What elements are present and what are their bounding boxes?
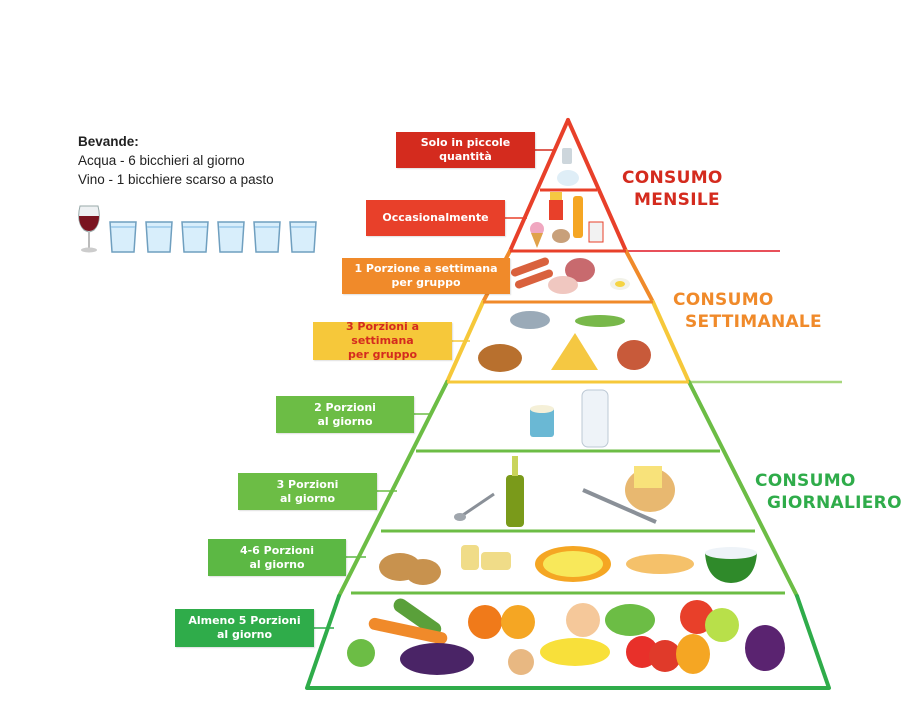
level-label-three-weekly: 3 Porzioni a settimana per gruppo xyxy=(313,320,452,361)
label-line1: Solo in piccole xyxy=(420,136,511,149)
ice-cream-icon xyxy=(530,222,544,236)
label-line2: al giorno xyxy=(317,414,373,428)
salt-shaker-icon xyxy=(562,148,572,164)
bread-icon xyxy=(626,554,694,574)
eggplant-icon xyxy=(400,643,474,675)
water-glass-icon xyxy=(181,221,209,253)
food-illustrations xyxy=(347,148,785,675)
zone-title-daily: CONSUMO GIORNALIERO xyxy=(755,470,902,514)
water-glass-icon xyxy=(145,221,173,253)
level-label-four-six-daily: 4-6 Porzioni al giorno xyxy=(208,539,346,576)
zone-title-weekly: CONSUMO SETTIMANALE xyxy=(673,289,822,333)
water-glass-icon xyxy=(289,221,317,253)
apple-green-icon xyxy=(705,608,739,642)
label-line2: per gruppo xyxy=(347,348,418,361)
salami-icon xyxy=(565,258,595,282)
spoon-icon xyxy=(459,492,495,519)
pear-icon xyxy=(566,603,600,637)
orange-icon xyxy=(468,605,502,639)
label-line1: 2 Porzioni xyxy=(314,400,376,414)
label-line2: al giorno xyxy=(279,491,336,505)
steak-icon xyxy=(617,340,651,370)
onion-icon xyxy=(508,649,534,675)
yogurt-icon xyxy=(530,407,554,437)
grapes-icon xyxy=(745,625,785,671)
level-label-one-weekly: 1 Porzione a settimana per gruppo xyxy=(342,258,510,294)
drinks-water-text: Acqua - 6 bicchieri al giorno xyxy=(78,153,245,168)
soda-bottle-icon xyxy=(573,196,583,238)
sausage-icon xyxy=(510,257,550,277)
zone-line1: CONSUMO xyxy=(622,168,723,188)
label-line2: al giorno xyxy=(216,628,273,641)
fries-icon xyxy=(549,200,563,220)
label-line1: 4-6 Porzioni xyxy=(239,543,315,557)
label-line1: Occasionalmente xyxy=(382,211,489,224)
zone-line2: SETTIMANALE xyxy=(685,312,822,332)
label-line1: 3 Porzioni a settimana xyxy=(345,320,420,347)
level-label-two-daily: 2 Porzioni al giorno xyxy=(276,396,414,433)
orange-half-icon xyxy=(501,605,535,639)
level-label-small-quantities: Solo in piccole quantità xyxy=(396,132,535,168)
label-line1: 3 Porzioni xyxy=(276,477,339,491)
drinks-icons xyxy=(76,204,318,254)
butter-icon xyxy=(634,466,662,488)
carrot-icon xyxy=(368,617,448,645)
drinks-wine-text: Vino - 1 bicchiere scarso a pasto xyxy=(78,172,274,187)
olive-oil-icon xyxy=(506,475,524,527)
water-glass-icon xyxy=(253,221,281,253)
cold-cuts-icon xyxy=(548,276,578,294)
level-label-at-least-five-daily: Almeno 5 Porzioni al giorno xyxy=(175,609,314,647)
zone-line2: GIORNALIERO xyxy=(767,493,902,513)
drinks-heading: Bevande: xyxy=(78,134,139,149)
broccoli-icon xyxy=(347,639,375,667)
milk-bottle-icon xyxy=(581,389,609,448)
level-label-occasionally: Occasionalmente xyxy=(366,200,505,236)
water-glass-icon xyxy=(217,221,245,253)
lettuce-icon xyxy=(605,604,655,636)
drink-cup-icon xyxy=(588,221,604,243)
peas-icon xyxy=(575,315,625,327)
cheese-icon xyxy=(551,333,598,370)
label-line2: per gruppo xyxy=(391,276,461,289)
label-line2: quantità xyxy=(439,150,492,163)
zone-line2: MENSILE xyxy=(634,190,720,210)
sugar-bowl-icon xyxy=(557,170,579,186)
drinks-legend: Bevande: Acqua - 6 bicchieri al giorno V… xyxy=(78,132,274,189)
label-line1: 1 Porzione a settimana xyxy=(354,262,498,275)
pasta-icon xyxy=(461,545,479,570)
wine-glass-icon xyxy=(78,205,100,253)
zone-line1: CONSUMO xyxy=(755,471,856,491)
butter-knife-icon xyxy=(582,488,657,524)
zone-title-monthly: CONSUMO MENSILE xyxy=(622,167,723,211)
cupcake-icon xyxy=(552,229,570,243)
roast-chicken-icon xyxy=(478,344,522,372)
fish-icon xyxy=(510,311,550,329)
zone-line1: CONSUMO xyxy=(673,290,774,310)
water-glass-icon xyxy=(109,221,137,253)
label-line1: Almeno 5 Porzioni xyxy=(188,614,301,627)
level-label-three-daily: 3 Porzioni al giorno xyxy=(238,473,377,510)
banana-icon xyxy=(540,638,610,666)
bell-pepper-icon xyxy=(676,634,710,674)
rice-bowl-icon xyxy=(705,553,757,583)
label-line2: al giorno xyxy=(249,557,305,571)
cucumber-icon xyxy=(393,598,442,637)
